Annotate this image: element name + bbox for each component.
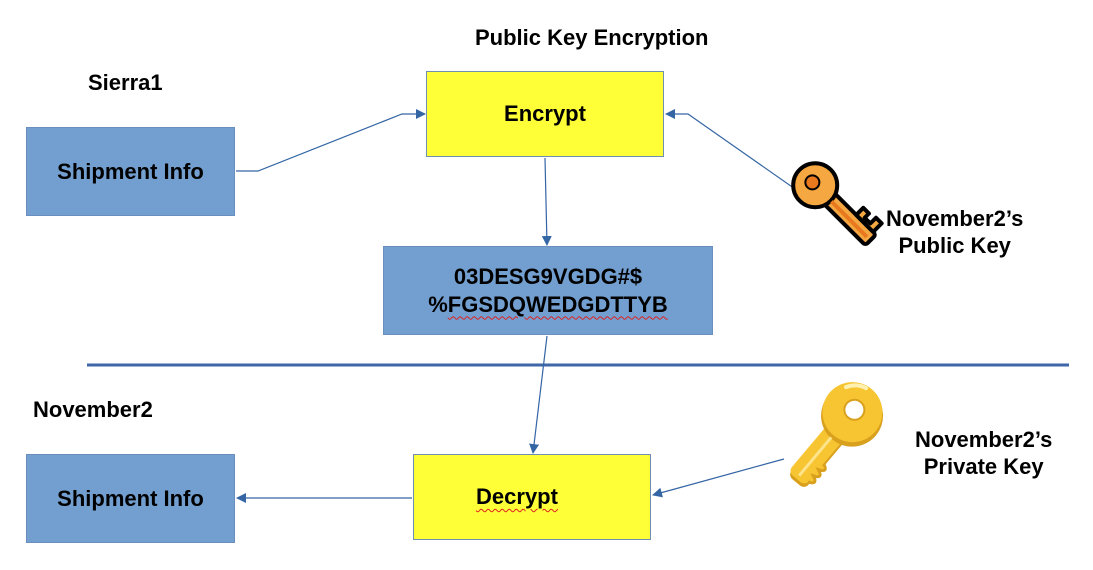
arrow-shipment-to-encrypt [236, 109, 426, 172]
public-key-icon [791, 161, 884, 247]
encrypt-box: Encrypt [426, 71, 664, 157]
public-key-label-line-2: Public Key [898, 233, 1011, 258]
shipment-info-source-label: Shipment Info [57, 158, 204, 184]
ciphertext-line-2-rest: FGSDQWEDGDTTYB [447, 291, 668, 317]
diagram-title: Public Key Encryption [475, 25, 709, 50]
shipment-info-destination-box: Shipment Info [26, 454, 235, 543]
arrow-encrypt-to-ciphertext [541, 157, 552, 246]
private-key-label-line-2: Private Key [923, 454, 1044, 479]
ciphertext-box: 03DESG9VGDG#$ %FGSDQWEDGDTTYB [383, 246, 713, 335]
receiver-section-label: November2 [33, 397, 153, 422]
decrypt-box: Decrypt [413, 454, 651, 540]
arrow-ciphertext-to-decrypt [529, 335, 548, 454]
private-key-icon [790, 382, 884, 487]
arrow-private-key-to-decrypt [652, 458, 785, 498]
encrypt-label: Encrypt [504, 101, 586, 126]
ciphertext-line-2-prefix: % [428, 291, 448, 317]
public-key-label-line-1: November2’s [886, 206, 1024, 231]
private-key-label-line-1: November2’s [915, 427, 1053, 452]
shipment-info-destination-label: Shipment Info [57, 485, 204, 511]
shipment-info-source-box: Shipment Info [26, 127, 235, 216]
ciphertext-line-2: %FGSDQWEDGDTTYB [428, 291, 668, 319]
decrypt-label: Decrypt [476, 484, 558, 509]
private-key-label: November2’s Private Key [915, 426, 1052, 480]
sender-section-label: Sierra1 [88, 70, 163, 95]
ciphertext-line-1: 03DESG9VGDG#$ [453, 263, 643, 289]
arrow-public-key-to-encrypt [665, 109, 819, 206]
public-key-label: November2’s Public Key [886, 205, 1023, 259]
